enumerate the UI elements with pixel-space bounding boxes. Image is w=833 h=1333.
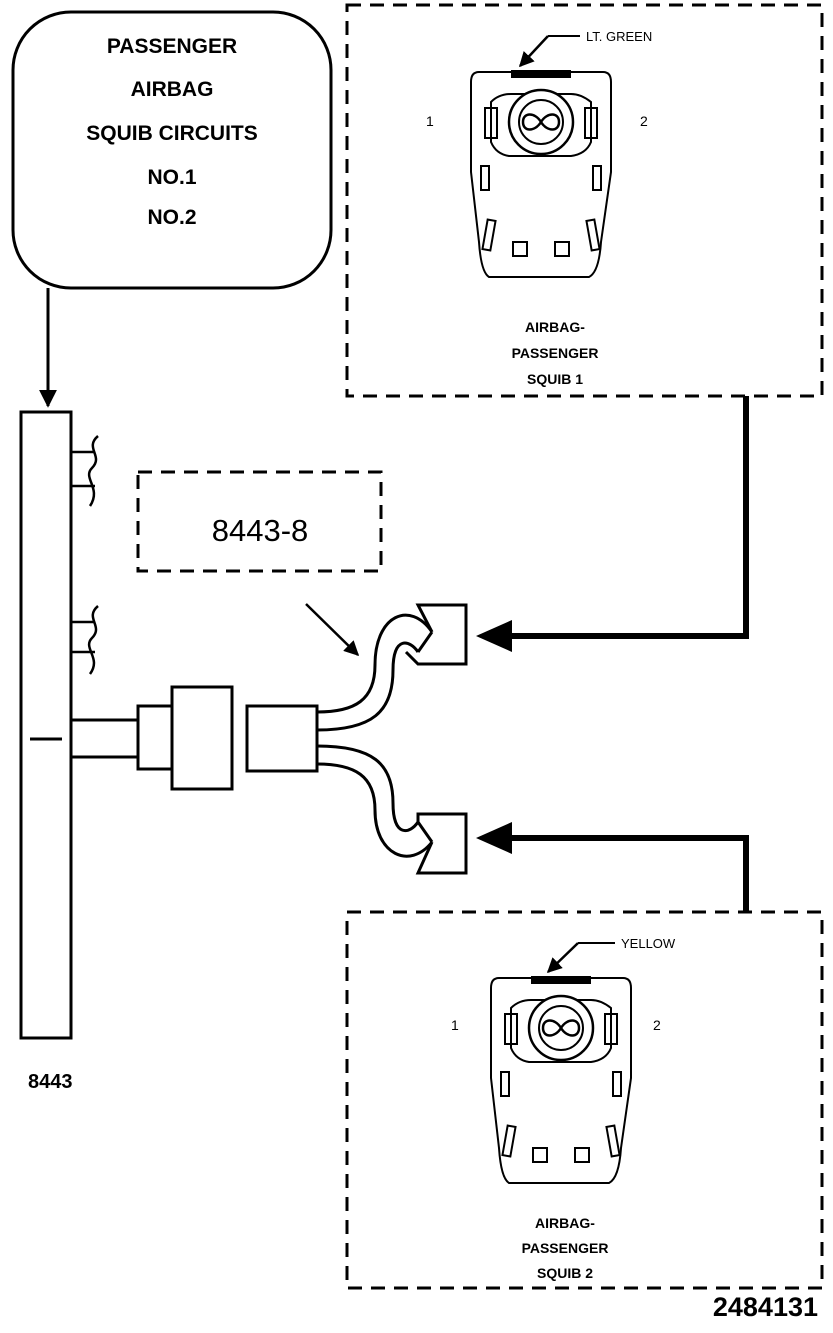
title-line-5: NO.2 bbox=[147, 206, 196, 229]
squib1-caption-2: PASSENGER bbox=[512, 345, 599, 361]
squib1-pin2: 2 bbox=[640, 113, 648, 129]
squib2-panel: YELLOW 1 2 AIRBAG- PASSENGER SQUIB 2 bbox=[345, 910, 824, 1290]
squib1-wire-color: LT. GREEN bbox=[586, 29, 652, 44]
squib1-lead-arrow bbox=[484, 396, 749, 639]
adapter-label: 8443-8 bbox=[212, 513, 309, 548]
adapter-label-box: 8443-8 bbox=[136, 470, 383, 573]
tester-label: 8443 bbox=[28, 1071, 73, 1093]
squib1-pin1: 1 bbox=[426, 113, 434, 129]
squib1-panel: LT. GREEN 1 2 AIRBAG- PASSENGER SQUIB 1 bbox=[345, 3, 824, 398]
title-box: PASSENGER AIRBAG SQUIB CIRCUITS NO.1 NO.… bbox=[11, 10, 333, 290]
squib2-wire-color: YELLOW bbox=[621, 936, 676, 951]
squib2-caption-2: PASSENGER bbox=[522, 1240, 609, 1256]
adapter-cable bbox=[71, 603, 468, 875]
title-line-1: PASSENGER bbox=[107, 35, 237, 58]
title-line-3: SQUIB CIRCUITS bbox=[86, 122, 258, 145]
tester-8443: 8443 bbox=[19, 410, 99, 1093]
squib2-caption-1: AIRBAG- bbox=[535, 1215, 595, 1231]
squib2-pin2: 2 bbox=[653, 1017, 661, 1033]
squib2-pin1: 1 bbox=[451, 1017, 459, 1033]
squib1-caption-3: SQUIB 1 bbox=[527, 371, 583, 387]
squib2-caption-3: SQUIB 2 bbox=[537, 1265, 593, 1281]
squib2-lead-arrow bbox=[484, 835, 749, 912]
figure-number: 2484131 bbox=[713, 1292, 818, 1322]
squib1-connector bbox=[469, 68, 613, 279]
squib2-connector bbox=[489, 974, 633, 1185]
squib1-caption-1: AIRBAG- bbox=[525, 319, 585, 335]
squib2-arrowhead bbox=[476, 822, 512, 854]
squib1-arrowhead bbox=[476, 620, 512, 652]
title-line-4: NO.1 bbox=[147, 166, 196, 189]
title-line-2: AIRBAG bbox=[131, 78, 214, 101]
